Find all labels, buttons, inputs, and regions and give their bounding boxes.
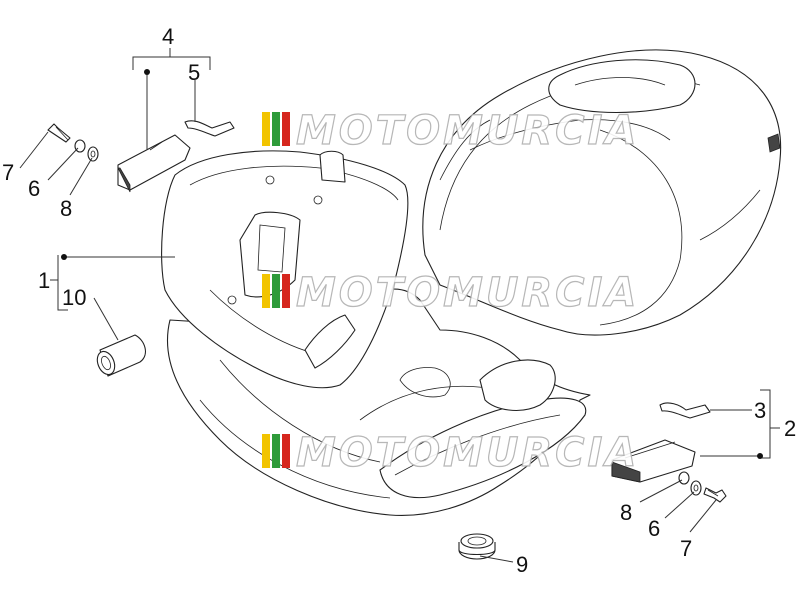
watermark-row-1: MOTOMURCIA (262, 107, 639, 155)
callout-3: 3 (754, 398, 766, 423)
leader-lines (19, 48, 780, 563)
part-4-bracket (117, 134, 191, 193)
callout-5: 5 (188, 60, 200, 85)
part-3-clip (659, 402, 711, 419)
callout-10: 10 (62, 285, 86, 310)
watermark-stripe-red (282, 434, 290, 468)
watermark-stripe-green (272, 112, 280, 146)
part-5-clip (184, 120, 235, 137)
watermark-stripe-yellow (262, 112, 270, 146)
callout-4: 4 (162, 24, 174, 49)
legshield-panel (161, 150, 409, 389)
watermark-stripe-green (272, 434, 280, 468)
callout-1: 1 (38, 268, 50, 293)
callout-6-lower: 6 (648, 516, 660, 541)
callout-8-upper: 8 (60, 196, 72, 221)
watermark-stripe-red (282, 274, 290, 308)
bolt-upper-left (47, 123, 99, 162)
bolt-lower-right (678, 471, 727, 503)
callout-8-lower: 8 (620, 500, 632, 525)
watermark-row-3: MOTOMURCIA (262, 429, 639, 477)
watermark-stripe-red (282, 112, 290, 146)
part-9-grommet (458, 533, 496, 560)
callout-6-upper: 6 (28, 176, 40, 201)
watermark-stripe-yellow (262, 434, 270, 468)
part-10-sleeve (96, 334, 146, 377)
watermark-stripe-green (272, 274, 280, 308)
watermark-text: MOTOMURCIA (296, 270, 639, 316)
callout-2: 2 (784, 416, 796, 441)
callout-9: 9 (516, 552, 528, 577)
watermark-text: MOTOMURCIA (296, 430, 639, 476)
rear-body-shell (422, 49, 782, 336)
watermark-stripe-yellow (262, 274, 270, 308)
watermark-row-2: MOTOMURCIA (262, 269, 639, 317)
callout-7-lower: 7 (680, 536, 692, 561)
part-2-bracket (611, 439, 696, 483)
watermark-text: MOTOMURCIA (296, 108, 639, 154)
callout-7-upper: 7 (2, 160, 14, 185)
